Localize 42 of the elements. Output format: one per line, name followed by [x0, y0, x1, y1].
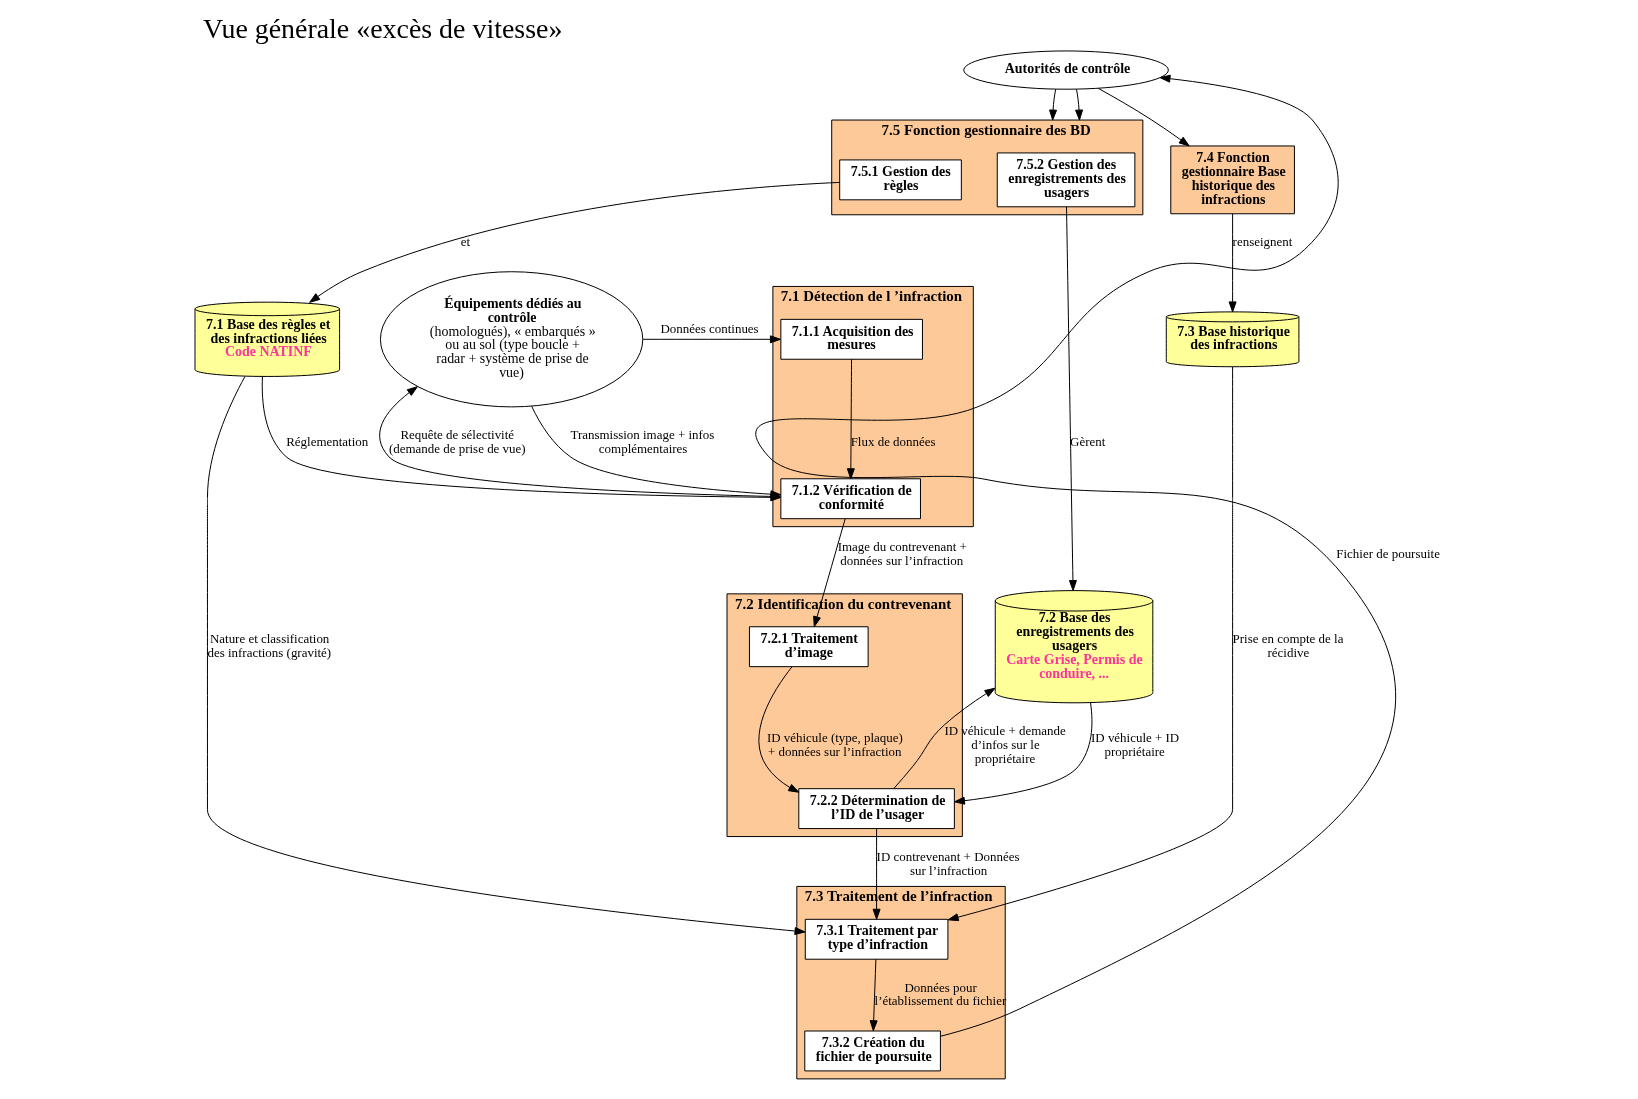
arrow — [755, 74, 1395, 1037]
node-box: 7.3.2 Création du fichier de poursuite — [803, 1030, 941, 1072]
node-box: 7.5.2 Gestion des enregistrements des usagers — [996, 152, 1135, 208]
edge-label: renseignent — [1232, 234, 1292, 250]
arrow — [1065, 206, 1077, 591]
node-box: 7.3.1 Traitement par type d’infraction — [804, 918, 948, 960]
arrow — [642, 335, 781, 344]
arrow — [846, 358, 855, 480]
edge-label: Requête de sélectivité (demande de prise de vue) — [388, 427, 526, 457]
arrow — [872, 828, 881, 920]
node-box: 7.2.2 Détermination de l’ID de l’usager — [797, 788, 955, 830]
edge-label: Données continues — [659, 320, 759, 336]
edge-label: Flux de données — [850, 434, 936, 450]
arrow — [206, 375, 805, 935]
arrow — [953, 702, 1092, 805]
node-box: 7.1.1 Acquisition des mesures — [779, 318, 923, 360]
arrow — [1228, 213, 1237, 313]
arrow — [757, 666, 799, 793]
edge-label: Transmission image + infos complémentaires — [569, 427, 714, 457]
edge-label: Réglementation — [285, 434, 368, 450]
diagram-title: Vue générale «excès de vitesse» — [202, 13, 562, 45]
edge-label: ID véhicule + ID propriétaire — [1090, 730, 1179, 760]
node-box: 7.1.2 Vérification de conformité — [779, 478, 921, 520]
arrow — [308, 181, 840, 303]
node-ellipse: Équipements dédiés au contrôle (homologués), « embarqués » ou au sol (type boucle + radar + système de prise de vue) — [379, 271, 643, 408]
node-box: 7.2.1 Traitement d’image — [748, 626, 869, 668]
edge-label: ID véhicule (type, plaque) + données sur l’infraction — [766, 730, 903, 760]
edge-label: Fichier de poursuite — [1335, 545, 1440, 561]
arrow — [869, 958, 878, 1032]
edge-label: et — [460, 234, 470, 250]
edge-label: Nature et classification des infractions (gravité) — [206, 631, 331, 661]
node-box: 7.5.1 Gestion des règles — [838, 159, 962, 201]
arrow — [1048, 88, 1057, 121]
arrow — [1074, 88, 1083, 121]
arrow — [893, 687, 995, 789]
edge-label: Prise en compte de la récidive — [1232, 631, 1343, 661]
edge-label: Image du contrevenant + données sur l’infraction — [837, 539, 967, 568]
arrow — [947, 366, 1233, 922]
edge-label: ID contrevenant + Données sur l’infraction — [876, 848, 1019, 878]
node-box: 7.4 Fonction gestionnaire Base historique des infractions — [1169, 145, 1295, 215]
arrow — [812, 518, 846, 628]
arrow — [1097, 87, 1190, 147]
